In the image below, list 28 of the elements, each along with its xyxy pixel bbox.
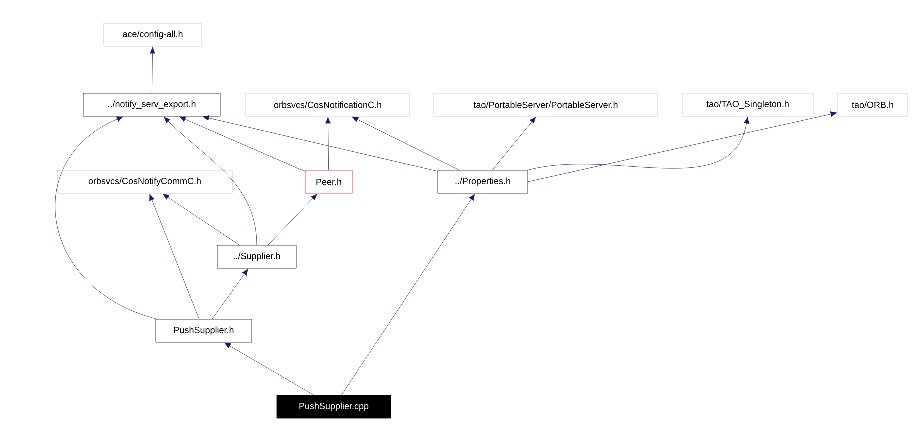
arrow	[528, 112, 838, 182]
arrow	[492, 117, 536, 170]
file-box: PushSupplier.cpp	[276, 395, 392, 419]
arrow	[150, 47, 156, 94]
arrow	[164, 117, 258, 246]
arrow	[212, 269, 248, 320]
file-box: PushSupplier.h	[156, 319, 252, 343]
arrow	[342, 194, 476, 396]
arrow	[179, 116, 306, 172]
arrow	[55, 116, 158, 320]
arrow	[162, 194, 240, 246]
file-box: ../notify_serv_export.h	[83, 93, 221, 117]
file-box: ../Properties.h	[438, 170, 528, 194]
arrow	[325, 117, 332, 170]
file-box: tao/TAO_Singleton.h	[682, 93, 814, 117]
file-box: ace/config-all.h	[104, 23, 202, 47]
arrow	[268, 194, 318, 246]
arrow	[528, 117, 750, 170]
file-box: tao/ORB.h	[838, 93, 908, 117]
arrow	[202, 115, 438, 172]
arrow	[224, 342, 314, 396]
file-box: orbsvcs/CosNotifyCommC.h	[57, 170, 233, 194]
arrow	[352, 116, 460, 170]
file-box: tao/PortableServer/PortableServer.h	[434, 93, 658, 117]
file-box: ../Supplier.h	[217, 245, 297, 269]
file-box: orbsvcs/CosNotificationC.h	[246, 93, 410, 117]
file-box: Peer.h	[305, 170, 353, 194]
arrow	[150, 194, 200, 320]
